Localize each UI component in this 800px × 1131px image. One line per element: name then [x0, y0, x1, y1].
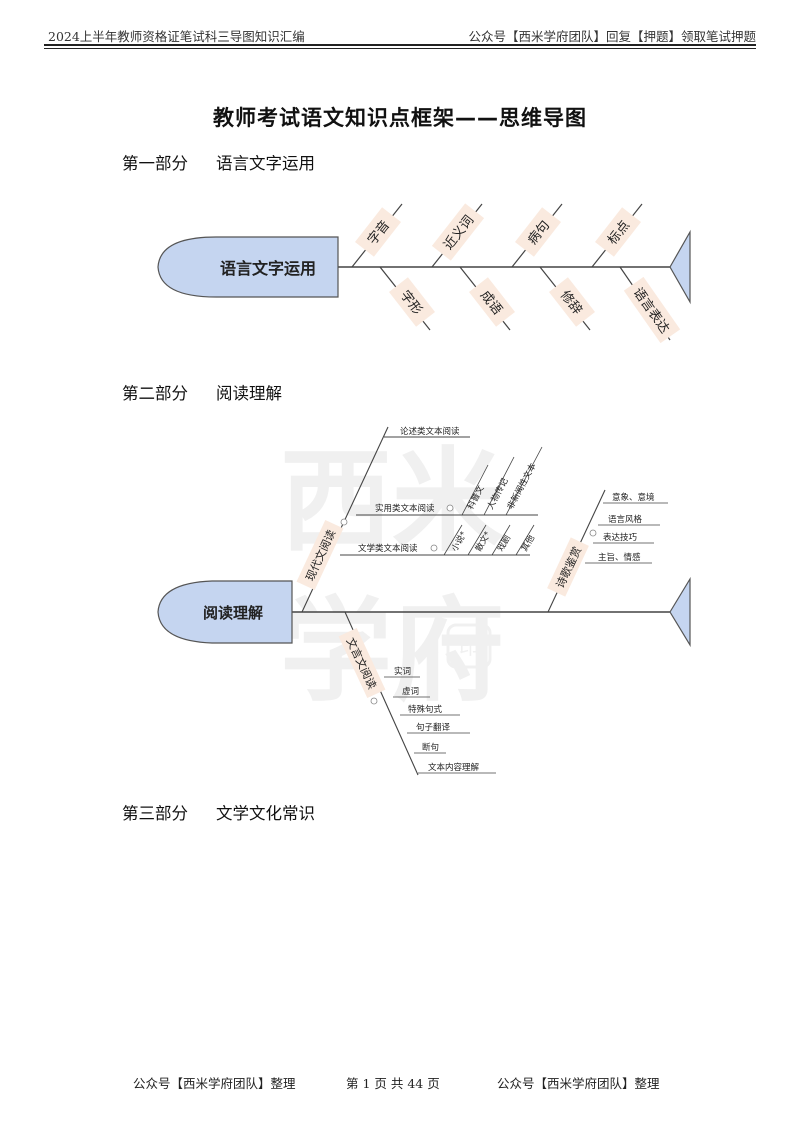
- item-feixinwen: 非新闻性文本: [505, 461, 539, 512]
- header-rule-thick: [44, 44, 756, 46]
- poetry-item-4: 主旨、情感: [598, 552, 641, 563]
- header-left-text: 2024上半年教师资格证笔试科三导图知识汇编: [48, 29, 305, 44]
- bone-kepu: [461, 464, 489, 516]
- fish-tail: [669, 576, 691, 648]
- page-header: 2024上半年教师资格证笔试科三导图知识汇编 公众号【西米学府团队】回复【押题】…: [44, 24, 756, 44]
- fish-head: [157, 236, 339, 298]
- footer-left-text: 公众号【西米学府团队】整理: [133, 1076, 296, 1091]
- bone-bottom-2-box: 成语: [468, 277, 516, 327]
- section-1-number: 第一部分: [122, 154, 188, 173]
- branch-shiyong-label: 实用类文本阅读: [375, 503, 435, 514]
- fish-head-label: 阅读理解: [203, 604, 263, 622]
- bone-renwu: [483, 456, 515, 516]
- classical-item-3: 特殊句式: [408, 704, 443, 715]
- fishbone-diagram-language: 语言文字运用 字音 近义词 病句 标点 字形 成语 修辞 语言表达: [157, 203, 691, 344]
- branch-wenxue-label: 文学类文本阅读: [358, 543, 418, 554]
- page-number: 第 1 页 共 44 页: [346, 1076, 440, 1091]
- fish-head: [157, 580, 293, 644]
- section-3-name: 文学文化常识: [216, 804, 315, 823]
- collapse-toggle[interactable]: [340, 518, 348, 526]
- bone-feixinwen: [505, 446, 543, 516]
- fishbone-diagram-reading: 西米 学府 印 阅读理解 现代文阅读 论述类文本阅读 实用类文本阅读 科普文 人…: [157, 426, 691, 776]
- fish-head-label: 语言文字运用: [220, 259, 316, 278]
- classical-item-6: 文本内容理解: [428, 762, 480, 773]
- watermark-line-2: 学府: [280, 587, 504, 717]
- poetry-item-3: 表达技巧: [603, 532, 638, 543]
- section-3-heading: 第三部分 文学文化常识: [122, 800, 315, 824]
- section-2-name: 阅读理解: [216, 384, 282, 403]
- bone-qita: [515, 524, 535, 556]
- page-footer: 公众号【西米学府团队】整理 第 1 页 共 44 页 公众号【西米学府团队】整理: [0, 1073, 800, 1093]
- header-right-text: 公众号【西米学府团队】回复【押题】领取笔试押题: [468, 29, 756, 44]
- section-2-number: 第二部分: [122, 384, 188, 403]
- branch-lun-label: 论述类文本阅读: [400, 426, 460, 437]
- collapse-toggle[interactable]: [446, 504, 454, 512]
- collapse-toggle[interactable]: [370, 697, 378, 705]
- section-2-heading: 第二部分 阅读理解: [122, 380, 282, 404]
- collapse-toggle[interactable]: [589, 529, 597, 537]
- bone-xiju: [491, 524, 511, 556]
- watermark-stamp: [446, 623, 492, 669]
- watermark-stamp-text: 印: [459, 635, 479, 659]
- collapse-toggle[interactable]: [430, 544, 438, 552]
- classical-item-2: 虚词: [402, 686, 419, 697]
- item-qita: 其他: [519, 533, 537, 554]
- bone-xiaoshuo: [443, 524, 463, 556]
- footer-right-text: 公众号【西米学府团队】整理: [497, 1076, 660, 1091]
- bone-poetry-box: 诗歌鉴赏: [547, 537, 589, 597]
- bone-bottom-3-box: 修辞: [548, 277, 596, 327]
- bone-bottom-1-box: 字形: [388, 277, 436, 327]
- fish-tail: [669, 229, 691, 305]
- classical-item-5: 断句: [422, 742, 439, 753]
- poetry-item-1: 意象、意境: [612, 492, 655, 503]
- section-1-name: 语言文字运用: [216, 154, 315, 173]
- section-3-number: 第三部分: [122, 804, 188, 823]
- bone-sanwen: [467, 524, 487, 556]
- section-1-heading: 第一部分 语言文字运用: [122, 150, 315, 174]
- classical-item-4: 句子翻译: [416, 722, 451, 733]
- poetry-item-2: 语言风格: [608, 514, 643, 525]
- document-title: 教师考试语文知识点框架——思维导图: [213, 106, 587, 130]
- bone-bottom-4-box: 语言表达: [623, 276, 681, 344]
- classical-item-1: 实词: [394, 666, 411, 677]
- header-rule-thin: [44, 48, 756, 49]
